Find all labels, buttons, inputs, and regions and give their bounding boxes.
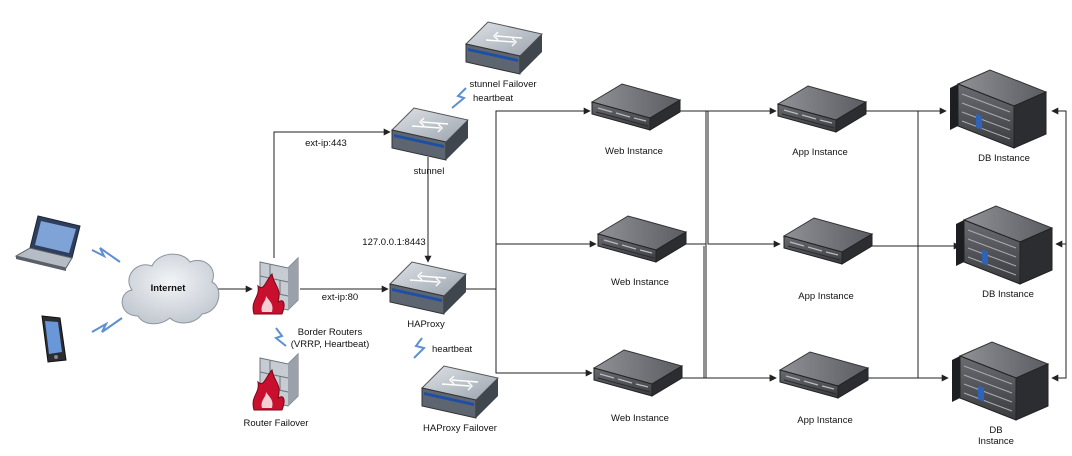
router-failover[interactable]: Router Failover	[244, 352, 309, 429]
server-icon	[782, 217, 874, 265]
web-instance[interactable]: Web Instance	[596, 215, 688, 288]
node-label: HAProxy Failover	[423, 423, 497, 434]
network-switch-icon	[421, 365, 499, 419]
edge-router-stunnel	[273, 128, 391, 258]
app-instance[interactable]: App Instance	[778, 351, 870, 426]
edge-haproxy-web1	[466, 107, 591, 290]
server-icon	[592, 349, 684, 397]
lightning-icon	[451, 87, 467, 109]
node-label: Web Instance	[611, 413, 669, 424]
node-label: stunnel	[414, 166, 445, 177]
node-label: Instance	[978, 436, 1014, 447]
laptop-icon	[14, 215, 81, 271]
node-label: Web Instance	[605, 146, 663, 157]
edge-haproxy-web2	[495, 240, 597, 289]
node-label: Internet	[151, 283, 187, 294]
node-label: App Instance	[792, 147, 847, 158]
node-label: App Instance	[798, 291, 853, 302]
network-switch-icon	[465, 21, 543, 75]
server-icon	[596, 215, 688, 263]
smartphone-icon	[41, 315, 67, 363]
node-label: stunnel Failover	[469, 79, 536, 90]
database-server-icon	[952, 341, 1050, 421]
heartbeat-links	[273, 87, 467, 359]
firewall-icon	[252, 352, 299, 411]
node-label: Border Routers	[298, 327, 363, 338]
node-sublabel: (VRRP, Heartbeat)	[291, 339, 370, 350]
lightning-icon	[273, 327, 287, 347]
wireless-icon	[91, 317, 123, 333]
firewall-icon	[252, 256, 299, 315]
lightning-icon	[413, 337, 426, 359]
network-switch-icon	[391, 107, 469, 161]
node-label: Web Instance	[611, 277, 669, 288]
db-instance[interactable]: DB Instance	[950, 69, 1048, 164]
node-label: DB Instance	[978, 153, 1030, 164]
haproxy-failover[interactable]: HAProxy Failover	[421, 365, 499, 434]
border-routers[interactable]: Border Routers (VRRP, Heartbeat)	[252, 256, 370, 350]
cloud-icon	[121, 253, 220, 325]
connections	[214, 107, 1067, 382]
node-label: DB Instance	[982, 289, 1034, 300]
haproxy[interactable]: HAProxy	[389, 261, 467, 330]
database-server-icon	[950, 69, 1048, 149]
node-label: App Instance	[797, 415, 852, 426]
edge-web2-app3	[705, 244, 777, 382]
edge-haproxy-web3	[495, 289, 593, 377]
server-icon	[778, 351, 870, 399]
stunnel-failover[interactable]: stunnel Failover	[465, 21, 543, 90]
edge-web1-app2	[707, 111, 781, 248]
edge-label-ext-80: ext-ip:80	[322, 292, 358, 303]
db-instance[interactable]: DB Instance	[956, 205, 1054, 300]
server-icon	[590, 83, 682, 131]
wireless-icon	[91, 247, 121, 263]
database-server-icon	[956, 205, 1054, 285]
app-instance[interactable]: App Instance	[776, 85, 868, 158]
server-icon	[776, 85, 868, 133]
app-instance[interactable]: App Instance	[782, 217, 874, 302]
edge-label-ext-443: ext-ip:443	[305, 138, 347, 149]
node-label: Router Failover	[244, 418, 309, 429]
edge-label-loopback: 127.0.0.1:8443	[362, 237, 425, 248]
edge-label-heartbeat: heartbeat	[432, 344, 473, 355]
network-switch-icon	[389, 261, 467, 315]
edge-labels: ext-ip:443 ext-ip:80 127.0.0.1:8443 hear…	[305, 93, 513, 355]
stunnel[interactable]: stunnel	[391, 107, 469, 177]
node-label: HAProxy	[407, 319, 445, 330]
edge-label-heartbeat: heartbeat	[473, 93, 514, 104]
internet-cloud: Internet	[121, 253, 220, 325]
node-label: DB	[989, 425, 1002, 436]
wireless-links	[91, 247, 123, 333]
edge-web2-app1	[680, 111, 707, 245]
web-instance[interactable]: Web Instance	[590, 83, 682, 157]
web-instance[interactable]: Web Instance	[592, 349, 684, 424]
